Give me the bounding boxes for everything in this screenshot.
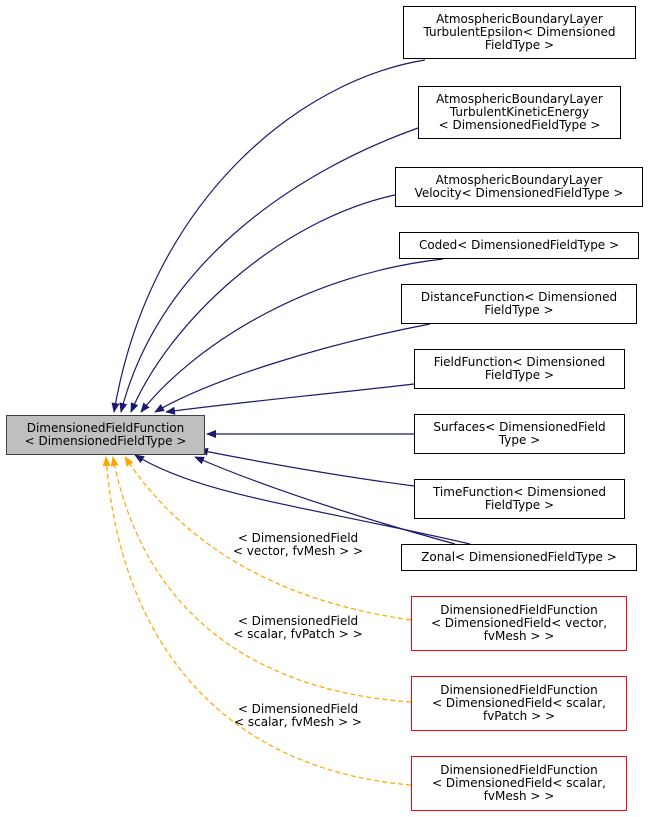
edge-label-scalar-fvmesh: < DimensionedField < scalar, fvMesh > > <box>234 702 362 729</box>
edge-abl-velocity <box>130 194 396 413</box>
edge-time <box>198 447 415 487</box>
edge-coded <box>140 258 444 413</box>
node-template-vector-fvmesh[interactable]: DimensionedFieldFunction < DimensionedFi… <box>411 596 627 651</box>
edge-template-fvpatch <box>110 456 412 703</box>
node-coded[interactable]: Coded< DimensionedFieldType > <box>399 232 639 259</box>
node-template-scalar-fvpatch[interactable]: DimensionedFieldFunction < DimensionedFi… <box>411 676 627 731</box>
node-distance-function[interactable]: DistanceFunction< Dimensioned FieldType … <box>401 284 637 324</box>
edge-zonal-b <box>134 454 471 545</box>
node-zonal[interactable]: Zonal< DimensionedFieldType > <box>401 544 637 571</box>
edge-template-fvmesh <box>102 456 412 786</box>
edge-distance <box>154 323 431 413</box>
edge-label-scalar-fvpatch: < DimensionedField < scalar, fvPatch > > <box>233 614 363 641</box>
edge-abl-k <box>119 127 419 413</box>
node-abl-velocity[interactable]: AtmosphericBoundaryLayer Velocity< Dimen… <box>395 167 643 207</box>
node-dimensioned-field-function-base: DimensionedFieldFunction < DimensionedFi… <box>6 415 205 455</box>
node-abl-turbulent-epsilon[interactable]: AtmosphericBoundaryLayer TurbulentEpsilo… <box>403 6 636 59</box>
edge-abl-epsilon <box>111 59 426 413</box>
edge-zonal-a <box>194 456 456 545</box>
node-abl-turbulent-kinetic-energy[interactable]: AtmosphericBoundaryLayer TurbulentKineti… <box>418 86 621 139</box>
edge-label-vector-fvmesh: < DimensionedField < vector, fvMesh > > <box>232 531 364 558</box>
edge-field <box>165 383 415 415</box>
node-surfaces[interactable]: Surfaces< DimensionedField Type > <box>414 414 625 454</box>
edge-template-vector <box>124 456 412 621</box>
node-time-function[interactable]: TimeFunction< Dimensioned FieldType > <box>414 479 625 519</box>
node-field-function[interactable]: FieldFunction< Dimensioned FieldType > <box>414 349 625 389</box>
node-template-scalar-fvmesh[interactable]: DimensionedFieldFunction < DimensionedFi… <box>411 756 627 811</box>
